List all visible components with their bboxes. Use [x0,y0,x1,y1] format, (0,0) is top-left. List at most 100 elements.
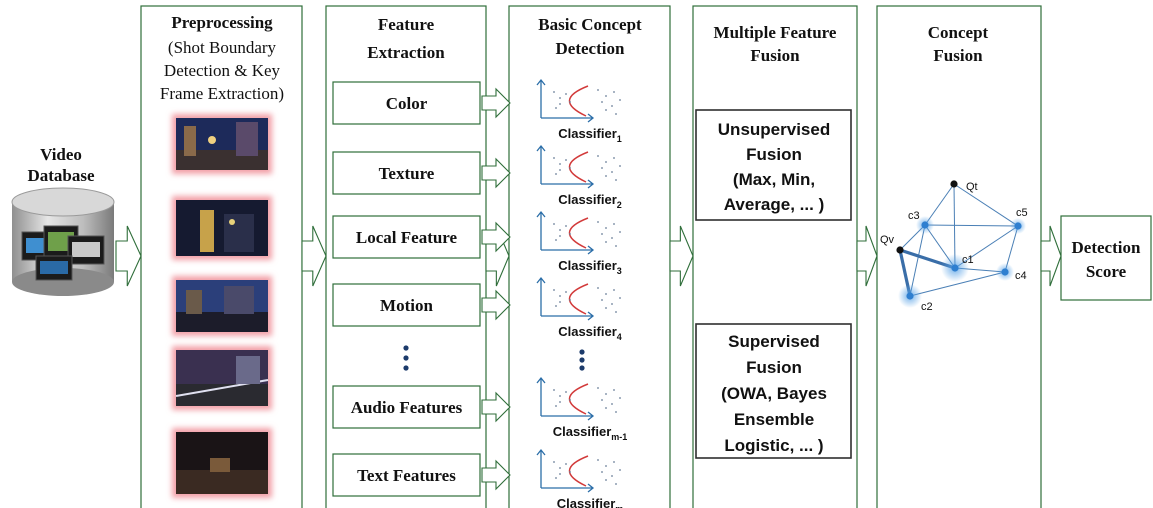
scatter-plot-icon [536,144,621,189]
flow-arrows [115,225,1062,287]
multiple-fusion-title-line-1: Multiple Feature [714,23,837,42]
concept-detection-title-line-1: Basic Concept [538,15,642,34]
supervised-fusion-box: Supervised Fusion (OWA, Bayes Ensemble L… [695,323,852,459]
feature-label: Audio Features [351,398,463,417]
concept-detection-panel [508,5,671,508]
feature-arrow-1 [481,157,511,189]
graph-label-c5: c5 [1016,207,1028,219]
feature-arrow-0 [481,87,511,119]
feature-arrows [481,87,511,491]
feature-arrow-4 [481,391,511,423]
classifier-4: Classifierm-1 [536,376,628,442]
feature-label: Text Features [357,466,456,485]
feature-extraction-title-line-1: Feature [378,15,435,34]
detection-score-line-2: Score [1086,262,1127,281]
scatter-plot-icon [536,376,621,421]
feature-box-3: Motion [332,283,481,327]
flow-arrow-0 [115,225,142,287]
unsupervised-line-3: (Max, Min, [733,170,815,189]
preprocessing-subtitle-line-2: Detection & Key [164,61,281,80]
classifier-label: Classifierm [557,496,624,508]
graph-node-qv [896,246,904,254]
classifier-5: Classifierm [536,448,624,508]
concept-detection-title-line-2: Detection [556,39,625,58]
ellipsis-dot [579,349,585,355]
feature-box-1: Texture [332,151,481,195]
supervised-line-2: Fusion [746,358,802,377]
feature-arrow-2 [481,221,511,253]
graph-edge [924,224,1019,227]
key-frame-3 [172,276,272,336]
graph-label-qv: Qv [880,234,895,246]
flow-arrow-4 [856,225,878,287]
key-frame-2 [172,196,272,260]
graph-edge [953,183,956,269]
scatter-plot-icon [536,210,621,255]
key-frame-1 [172,114,272,174]
flow-arrow-1 [301,225,327,287]
feature-arrow-5 [481,459,511,491]
supervised-line-1: Supervised [728,332,820,351]
unsupervised-line-1: Unsupervised [718,120,830,139]
scatter-plot-icon [536,448,621,493]
classifier-label: Classifierm-1 [553,424,628,442]
feature-label: Color [386,94,428,113]
graph-label-c2: c2 [921,301,933,313]
feature-extraction-title-line-2: Extraction [367,43,445,62]
unsupervised-line-2: Fusion [746,145,802,164]
preprocessing-header: Preprocessing (Shot Boundary Detection &… [160,13,284,103]
flow-arrow-5 [1040,225,1062,287]
key-frame-5 [172,428,272,498]
ellipsis-dot [579,365,585,371]
ellipsis-dot [403,355,409,361]
feature-box-2: Local Feature [332,215,481,259]
graph-label-c1: c1 [962,254,974,266]
supervised-line-4: Ensemble [734,410,814,429]
key-frame-4 [172,346,272,410]
graph-edge [953,183,1019,227]
unsupervised-line-4: Average, ... ) [724,195,824,214]
concept-fusion-title-line-2: Fusion [933,46,983,65]
classifier-label: Classifier4 [558,324,622,342]
concept-graph: Qt c3 c5 Qv c1 c4 c2 [880,180,1028,313]
feature-arrow-3 [481,289,511,321]
graph-node-qt [950,180,958,188]
classifier-2: Classifier3 [536,210,622,276]
video-database: Video Database [11,145,115,296]
detection-score-line-1: Detection [1072,238,1141,257]
supervised-line-3: (OWA, Bayes [721,384,827,403]
ellipsis-dot [579,357,585,363]
graph-edge [909,271,1006,297]
ellipsis-dot [403,345,409,351]
flow-arrow-3 [669,225,694,287]
graph-label-c3: c3 [908,210,920,222]
classifier-label: Classifier1 [558,126,622,144]
classifier-label: Classifier2 [558,192,622,210]
classifier-list: Classifier1Classifier2Classifier3Classif… [536,78,628,508]
feature-label: Motion [380,296,433,315]
graph-node-c5 [1014,222,1022,230]
graph-node-c4 [1001,268,1009,276]
film-strip-icon [21,225,105,281]
graph-edge [909,224,926,297]
feature-box-5: Text Features [332,453,481,497]
feature-box-4: Audio Features [332,385,481,429]
unsupervised-fusion-box: Unsupervised Fusion (Max, Min, Average, … [695,109,852,221]
graph-label-c4: c4 [1015,270,1027,282]
concept-fusion-title-line-1: Concept [928,23,989,42]
supervised-line-5: Logistic, ... ) [724,436,823,455]
graph-node-c2 [906,292,914,300]
classifier-3: Classifier4 [536,276,622,342]
feature-label: Texture [379,164,435,183]
classifier-0: Classifier1 [536,78,622,144]
classifier-label: Classifier3 [558,258,622,276]
feature-box-0: Color [332,81,481,125]
scatter-plot-icon [536,276,621,321]
preprocessing-title: Preprocessing [171,13,273,32]
video-title-line-2: Database [27,166,95,185]
ellipsis-dot [403,365,409,371]
preprocessing-subtitle-line-3: Frame Extraction) [160,84,284,103]
graph-label-qt: Qt [966,181,978,193]
